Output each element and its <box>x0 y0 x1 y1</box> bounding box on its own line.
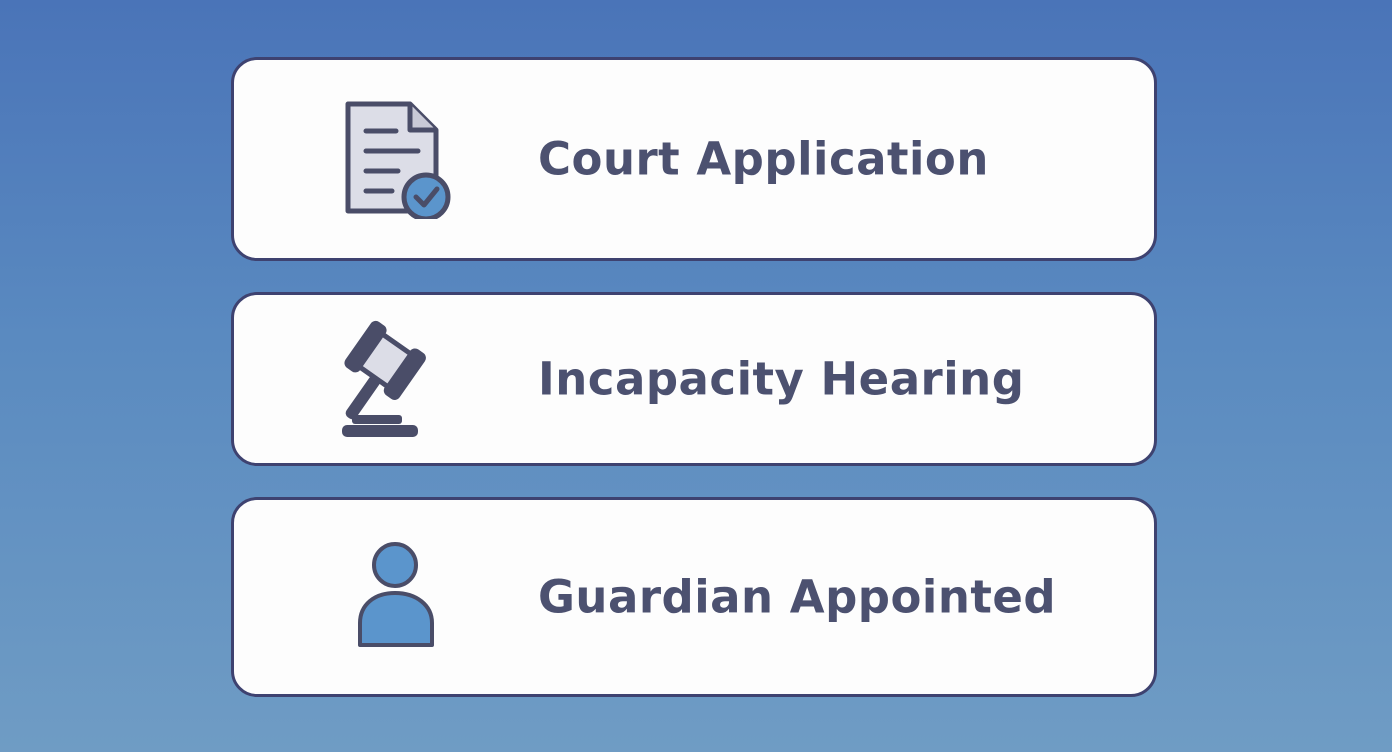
step-card-guardian-appointed: Guardian Appointed <box>231 497 1157 697</box>
step-label: Guardian Appointed <box>538 570 1057 624</box>
document-check-icon <box>338 99 458 219</box>
step-card-incapacity-hearing: Incapacity Hearing <box>231 292 1157 466</box>
step-label: Incapacity Hearing <box>538 352 1025 406</box>
step-card-court-application: Court Application <box>231 57 1157 261</box>
step-label: Court Application <box>538 132 989 186</box>
person-icon <box>338 537 458 657</box>
gavel-icon <box>338 319 458 439</box>
